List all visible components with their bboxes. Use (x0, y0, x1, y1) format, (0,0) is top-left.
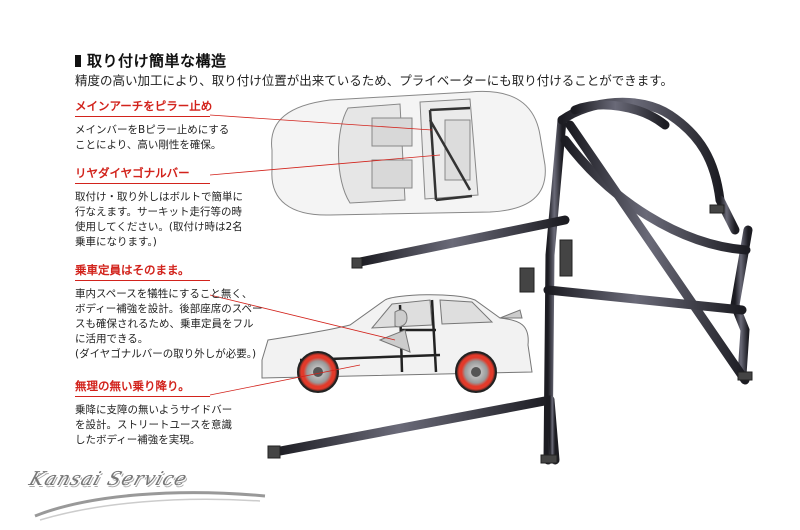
feature-line: 使用してください。(取付け時は2名 (75, 221, 243, 233)
feature-line: に活用できる。 (75, 333, 149, 345)
page-title-text: 取り付け簡単な構造 (87, 52, 227, 70)
logo-swoosh-icon (34, 491, 266, 521)
feature-line: 行なえます。サーキット走行等の時 (75, 206, 242, 218)
feature-heading: メインアーチをピラー止め (75, 98, 212, 117)
callout-lines (209, 114, 441, 396)
roll-cage (270, 97, 753, 465)
feature-text: 車内スペースを犠牲にすること無く、 ボディー補強を設計。後部座席のスペー スも確… (75, 287, 270, 362)
wheel-front (297, 351, 339, 393)
feature-seating-capacity: 乗車定員はそのまま。 車内スペースを犠牲にすること無く、 ボディー補強を設計。後… (75, 262, 270, 362)
feature-line: 取付け・取り外しはボルトで簡単に (75, 191, 243, 203)
brand-logo: Kansai Service (26, 468, 191, 490)
feature-text: 取付け・取り外しはボルトで簡単に 行なえます。サーキット走行等の時 使用してくだ… (75, 190, 270, 250)
feature-line: 乗車になります。) (75, 236, 157, 248)
title-bullet (75, 55, 81, 67)
feature-line: ことにより、高い剛性を確保。 (75, 139, 222, 151)
feature-text: 乗降に支障の無いようサイドバー を設計。ストリートユースを意識 したボディー補強… (75, 403, 270, 448)
feature-text: メインバーをBピラー止めにする ことにより、高い剛性を確保。 (75, 123, 270, 153)
feature-line: メインバーをBピラー止めにする (75, 124, 230, 136)
feature-heading: 無理の無い乗り降り。 (75, 378, 210, 397)
feature-main-arch: メインアーチをピラー止め メインバーをBピラー止めにする ことにより、高い剛性を… (75, 98, 270, 153)
car-top-view (271, 90, 546, 216)
feature-line: (ダイヤゴナルバーの取り外しが必要。) (75, 348, 257, 360)
feature-heading: 乗車定員はそのまま。 (75, 262, 210, 281)
intro-text: 精度の高い加工により、取り付け位置が出来ているため、プライベーターにも取り付ける… (75, 73, 674, 88)
feature-line: スも確保されるため、乗車定員をフル (75, 318, 254, 330)
feature-line: を設計。ストリートユースを意識 (75, 419, 232, 431)
feature-heading: リヤダイヤゴナルバー (75, 165, 210, 184)
feature-line: したボディー補強を実現。 (75, 434, 201, 446)
feature-line: 車内スペースを犠牲にすること無く、 (75, 288, 253, 300)
feature-easy-entry: 無理の無い乗り降り。 乗降に支障の無いようサイドバー を設計。ストリートユースを… (75, 378, 270, 448)
feature-rear-diagonal: リヤダイヤゴナルバー 取付け・取り外しはボルトで簡単に 行なえます。サーキット走… (75, 165, 270, 250)
feature-line: 乗降に支障の無いようサイドバー (75, 404, 233, 416)
wheel-rear (455, 351, 497, 393)
feature-line: ボディー補強を設計。後部座席のスペー (75, 303, 263, 315)
page-title: 取り付け簡単な構造 (75, 50, 227, 71)
cage-mount-plates (267, 204, 753, 464)
